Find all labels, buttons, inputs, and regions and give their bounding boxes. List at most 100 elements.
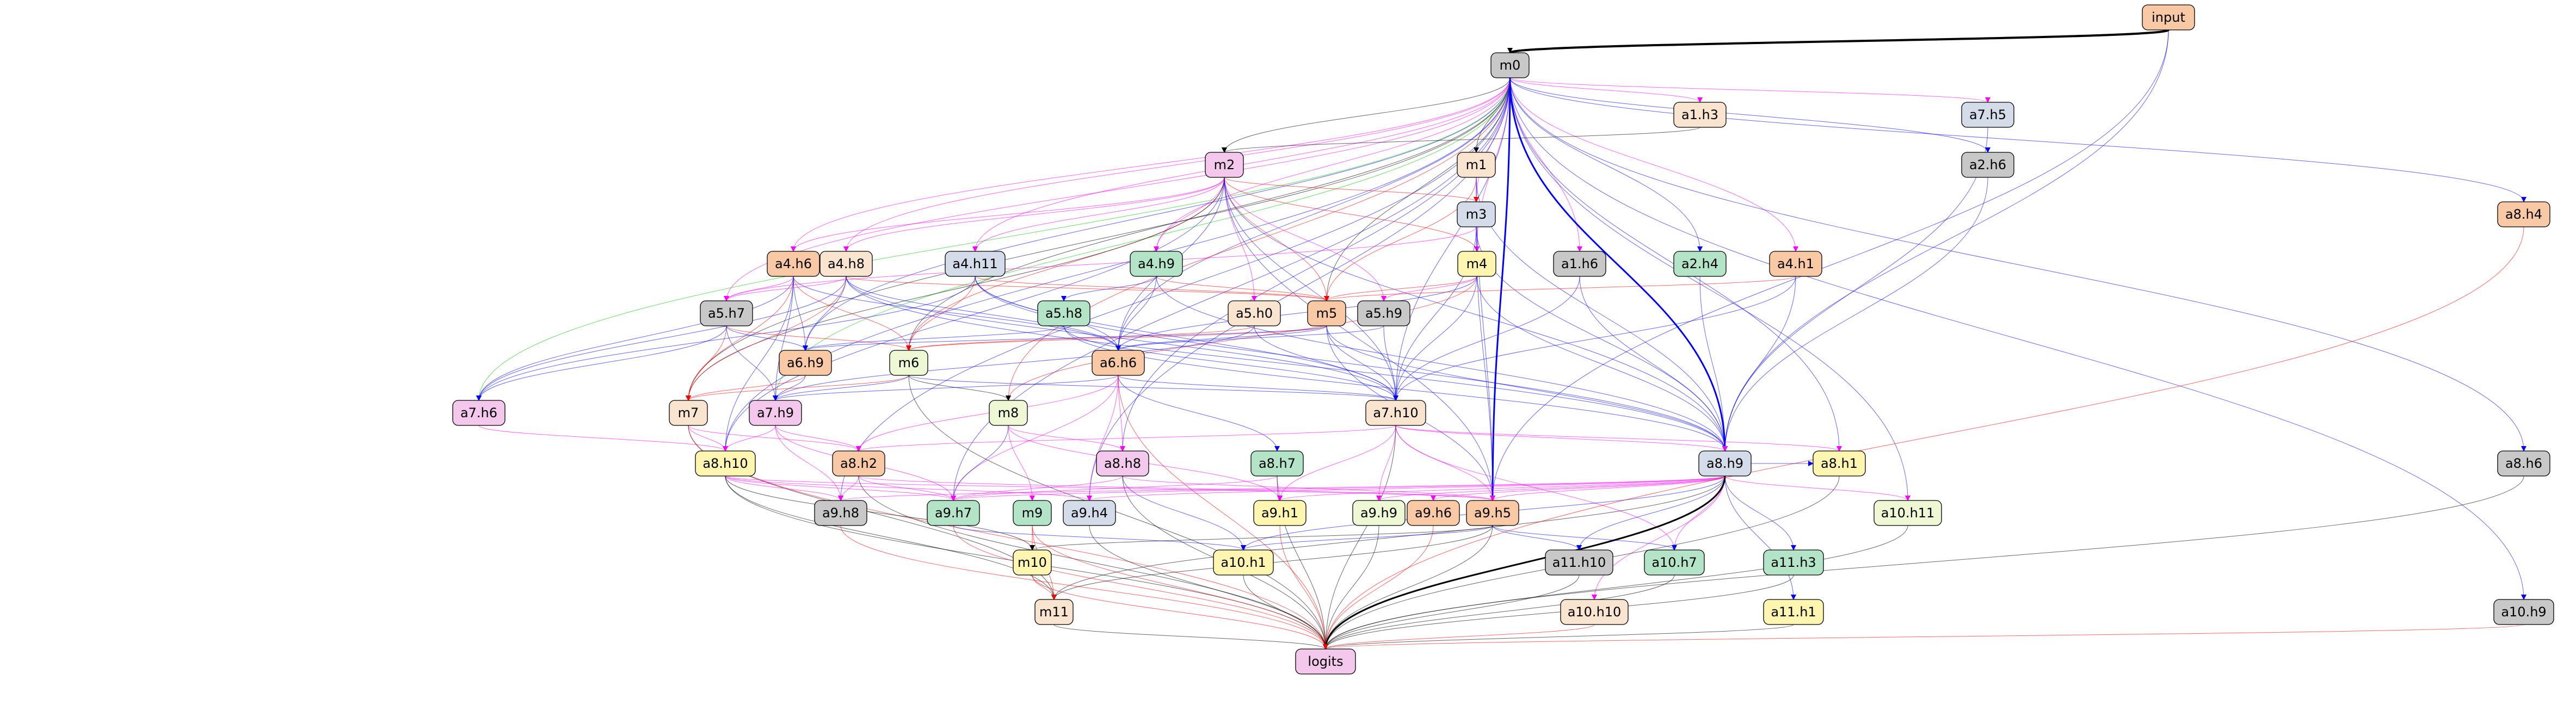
node-label: a8.h6 — [2505, 456, 2542, 471]
edge-a4-h6-to-a7-h9 — [773, 276, 794, 401]
node-box — [1250, 450, 1304, 477]
node-box — [1034, 599, 1074, 625]
edge-m5-to-a6-h6 — [1116, 325, 1327, 351]
node-a4-h11: a4.h11 — [945, 251, 1006, 277]
node-m2: m2 — [1205, 152, 1244, 178]
edge-m0-to-a8-h6 — [1509, 77, 2526, 452]
edge-a6-h6-to-a7-h10 — [1118, 375, 1398, 401]
edge-m11-to-logits — [1053, 624, 1328, 650]
edge-m4-to-a7-h10 — [1393, 276, 1477, 401]
edge-m0-to-a1-h6 — [1509, 77, 1582, 252]
node-box — [1253, 500, 1307, 526]
node-box — [669, 400, 708, 426]
node-label: m3 — [1466, 207, 1487, 222]
node-box — [779, 350, 832, 376]
node-m7: m7 — [669, 400, 708, 426]
node-box — [700, 300, 753, 326]
edge-a8-h2-to-a9-h7 — [858, 475, 956, 501]
node-box — [1673, 102, 1727, 128]
node-a9-h1: a9.h1 — [1253, 500, 1307, 526]
edge-a9-h5-to-a11-h10 — [1492, 525, 1582, 551]
node-box — [927, 500, 980, 526]
node-box — [2142, 4, 2195, 30]
edge-m2-to-m5 — [1224, 177, 1329, 301]
edge-a9-h5-to-m10 — [1030, 525, 1493, 551]
edge-a4-h1-to-a8-h9 — [1722, 276, 1796, 452]
edge-m4-to-a5-h9 — [1381, 276, 1477, 301]
edge-a7-h10-to-a8-h1 — [1395, 425, 1842, 452]
node-box — [1357, 300, 1410, 326]
edge-a4-h9-to-a5-h8 — [1061, 276, 1157, 301]
node-label: m0 — [1500, 58, 1521, 73]
edge-a7-h9-to-a8-h10 — [723, 425, 776, 452]
node-a11-h1: a11.h1 — [1763, 599, 1824, 625]
edge-m0-to-a4-h1 — [1509, 77, 1798, 252]
node-box — [1013, 500, 1052, 526]
node-label: a5.h7 — [708, 306, 745, 321]
edge-a5-h7-to-a7-h6 — [476, 325, 727, 401]
node-label: a11.h10 — [1552, 555, 1606, 570]
edge-a4-h8-to-a6-h6 — [846, 276, 1121, 351]
node-box — [1213, 549, 1274, 576]
node-a8-h10: a8.h10 — [695, 450, 756, 477]
node-m11: m11 — [1034, 599, 1074, 625]
edge-a4-h11-to-a7-h6 — [476, 276, 976, 401]
node-a7-h10: a7.h10 — [1365, 400, 1426, 426]
node-label: a7.h6 — [460, 405, 497, 421]
edge-a7-h9-to-a8-h2 — [775, 425, 861, 452]
node-a8-h4: a8.h4 — [2497, 201, 2550, 227]
node-box — [1466, 500, 1519, 526]
edge-a10-h9-to-logits — [1323, 624, 2524, 650]
node-label: a8.h1 — [1821, 456, 1858, 471]
node-label: a8.h4 — [2505, 207, 2542, 222]
node-label: a1.h3 — [1681, 107, 1718, 122]
edge-a7-h9-to-a9-h8 — [775, 425, 843, 501]
edge-a8-h2-to-logits — [858, 475, 1328, 650]
edge-a8-h9-to-m11 — [1051, 475, 1725, 600]
edge-m0-to-m8 — [1006, 77, 1511, 401]
node-label: a9.h5 — [1474, 505, 1511, 521]
node-label: a4.h11 — [952, 256, 997, 271]
edge-a6-h6-to-a8-h8 — [1118, 375, 1125, 452]
node-a7-h5: a7.h5 — [1961, 102, 2014, 128]
edge-m0-to-a6-h9 — [803, 77, 1511, 351]
edge-a10-h7-to-logits — [1323, 574, 1675, 650]
node-box — [749, 400, 802, 426]
edge-a5-h8-to-a8-h9 — [1063, 325, 1728, 452]
edge-a9-h8-to-logits — [840, 525, 1328, 650]
edges-layer — [476, 29, 2526, 650]
edge-a4-h8-to-a8-h9 — [846, 276, 1728, 452]
edge-m0-to-a8-h8 — [1120, 77, 1511, 452]
node-box — [1698, 450, 1752, 477]
edge-a8-h10-to-a9-h8 — [725, 475, 843, 501]
edge-m0-to-m6 — [906, 77, 1511, 351]
edge-a8-h10-to-a9-h7 — [725, 475, 956, 501]
node-box — [1092, 350, 1145, 376]
edge-m0-to-a4-h6 — [791, 77, 1511, 252]
node-m9: m9 — [1013, 500, 1052, 526]
edge-a8-h9-to-a9-h9 — [1376, 475, 1725, 501]
edge-m2-to-a9-h5 — [1224, 177, 1495, 501]
node-a10-h11: a10.h11 — [1874, 500, 1942, 526]
edge-a5-h0-to-a7-h10 — [1254, 325, 1398, 401]
node-a7-h9: a7.h9 — [749, 400, 802, 426]
node-a9-h8: a9.h8 — [814, 500, 867, 526]
node-a8-h1: a8.h1 — [1813, 450, 1866, 477]
edge-a8-h4-to-logits — [1323, 226, 2524, 650]
edge-m2-to-a8-h9 — [1224, 177, 1728, 452]
edge-m0-to-a10-h9 — [1509, 77, 2526, 600]
node-box — [1961, 152, 2014, 178]
edge-m0-to-a10-h11 — [1509, 77, 1911, 501]
node-a5-h9: a5.h9 — [1357, 300, 1410, 326]
edge-a4-h1-to-m5 — [1324, 276, 1796, 301]
edge-m6-to-m7 — [686, 375, 909, 401]
edge-a6-h6-to-a9-h4 — [1087, 375, 1119, 501]
node-label: a11.h3 — [1771, 555, 1816, 570]
node-label: a7.h5 — [1969, 107, 2006, 122]
edge-m8-to-a8-h8 — [1008, 425, 1125, 452]
edge-m2-to-a4-h9 — [1154, 177, 1225, 252]
edge-a2-h4-to-a8-h9 — [1699, 276, 1728, 452]
node-label: a5.h8 — [1045, 306, 1082, 321]
